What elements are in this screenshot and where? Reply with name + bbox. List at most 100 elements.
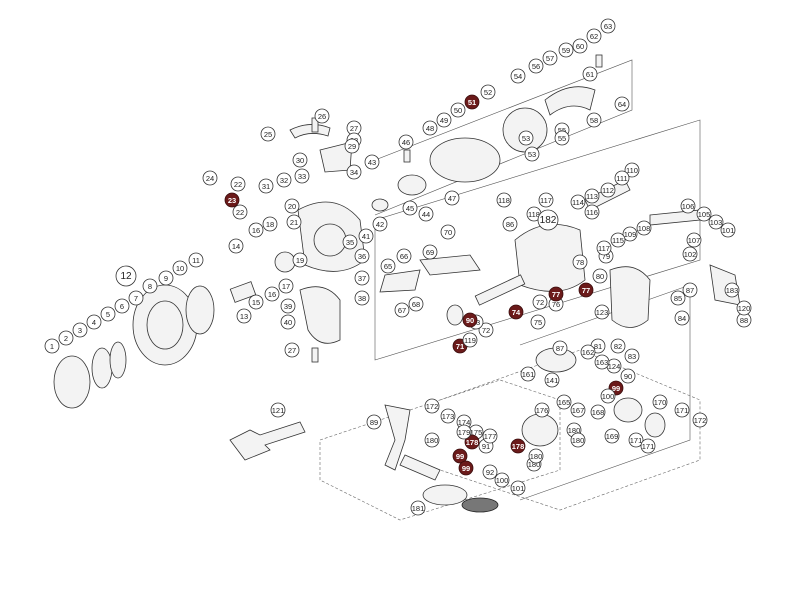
callout-marker (394, 302, 410, 318)
callout-label: 47 (448, 194, 456, 203)
callout-marker (528, 58, 544, 74)
callout-49: 49 (436, 112, 452, 128)
callout-label: 38 (358, 294, 366, 303)
oscillation-slider-part (419, 254, 481, 276)
callout-label: 62 (590, 32, 598, 41)
callout-label: 115 (612, 236, 624, 245)
callout-35: 35 (342, 234, 358, 250)
callout-label: 48 (426, 124, 434, 133)
callout-marker (462, 332, 478, 348)
callout-label: 3 (78, 326, 82, 335)
callout-marker (724, 282, 740, 298)
callout-11: 11 (188, 252, 204, 268)
callout-label: 9 (164, 274, 168, 283)
callout-50: 50 (450, 102, 466, 118)
callout-marker (424, 432, 440, 448)
callout-30: 30 (292, 152, 308, 168)
callout-59: 59 (558, 42, 574, 58)
callout-label: 103 (710, 218, 723, 227)
callout-66: 66 (396, 248, 412, 264)
callout-85: 85 (670, 290, 686, 306)
callout-24: 24 (202, 170, 218, 186)
callout-64: 64 (614, 96, 630, 112)
callout-label: 118 (498, 196, 510, 205)
callout-label: 90 (624, 372, 632, 381)
callout-marker (270, 402, 286, 418)
callout-marker (640, 438, 656, 454)
callout-111: 111 (614, 170, 630, 186)
callout-label: 21 (290, 218, 298, 227)
callout-marker (284, 342, 300, 358)
callout-9: 9 (158, 270, 174, 286)
callout-marker (670, 290, 686, 306)
callout-marker (278, 278, 294, 294)
callout-167: 167 (570, 402, 586, 418)
callout-marker (530, 314, 546, 330)
callout-168: 168 (590, 404, 606, 420)
callout-marker (464, 434, 480, 450)
callout-label: 171 (642, 442, 655, 451)
handle-bearing-cap-part (521, 413, 559, 447)
callout-marker (422, 244, 438, 260)
callout-label: 6 (120, 302, 124, 311)
callout-marker (262, 216, 278, 232)
callout-marker (652, 394, 668, 410)
callout-183: 183 (724, 282, 740, 298)
callout-marker (720, 222, 736, 238)
callout-68: 68 (408, 296, 424, 312)
callout-marker (292, 152, 308, 168)
callout-label: 59 (562, 46, 570, 55)
callout-label: 17 (282, 282, 290, 291)
callout-label: 102 (684, 250, 697, 259)
callout-label: 72 (482, 326, 490, 335)
callout-82: 82 (610, 338, 626, 354)
callout-27: 27 (284, 342, 300, 358)
callout-label: 167 (572, 406, 585, 415)
callout-label: 20 (288, 202, 296, 211)
callout-label: 7 (134, 294, 138, 303)
callout-42: 42 (372, 216, 388, 232)
callout-marker (456, 424, 472, 440)
callout-label: 182 (540, 215, 557, 226)
handle-arm-part (384, 404, 411, 471)
callout-169: 169 (604, 428, 620, 444)
callout-label: 43 (368, 158, 376, 167)
callout-29: 29 (344, 138, 360, 154)
callout-180: 180 (528, 448, 544, 464)
callout-112: 112 (600, 182, 616, 198)
callout-75: 75 (530, 314, 546, 330)
callout-marker (510, 68, 526, 84)
callout-label: 81 (594, 342, 602, 351)
callout-marker (544, 372, 560, 388)
callout-marker (592, 268, 608, 284)
callout-marker (532, 294, 548, 310)
callout-26: 26 (314, 108, 330, 124)
callout-label: 69 (426, 248, 434, 257)
callout-101: 101 (510, 480, 526, 496)
callout-label: 16 (268, 290, 276, 299)
callout-label: 45 (406, 204, 414, 213)
callout-108: 108 (636, 220, 652, 236)
callout-label: 39 (284, 302, 292, 311)
callout-label: 26 (318, 112, 326, 121)
callout-marker (248, 222, 264, 238)
callout-34: 34 (346, 164, 362, 180)
callout-label: 178 (512, 442, 525, 451)
callout-100: 100 (494, 472, 510, 488)
callout-72: 72 (532, 294, 548, 310)
callout-marker (556, 394, 572, 410)
callout-marker (614, 96, 630, 112)
callout-marker (636, 220, 652, 236)
callout-label: 32 (280, 176, 288, 185)
callout-marker (558, 42, 574, 58)
callout-label: 172 (426, 402, 439, 411)
callout-10: 10 (172, 260, 188, 276)
callout-marker (202, 170, 218, 186)
callout-marker (736, 300, 752, 316)
callout-label: 11 (192, 256, 200, 265)
callout-label: 84 (678, 314, 686, 323)
callout-1: 1 (44, 338, 60, 354)
callout-marker (594, 304, 610, 320)
callout-marker (86, 314, 102, 330)
spool-band-part (229, 421, 306, 461)
